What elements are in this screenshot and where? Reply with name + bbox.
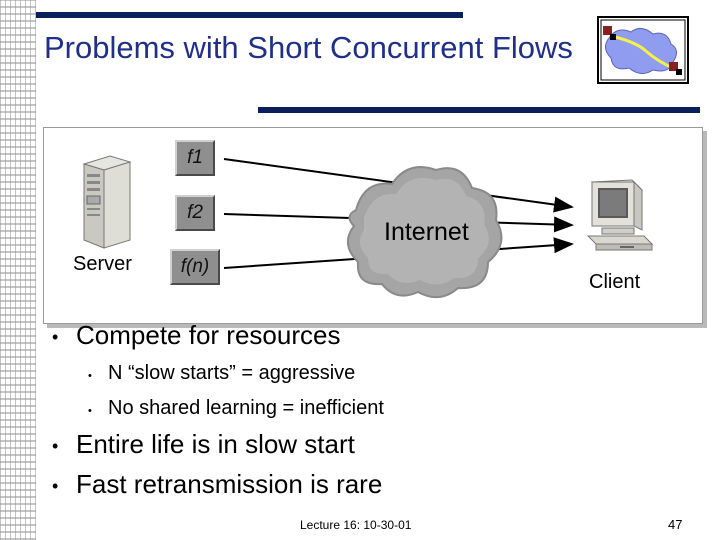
client-computer-icon — [586, 179, 654, 251]
sub-bullet-marker: • — [88, 370, 92, 382]
bullet-marker: • — [52, 327, 59, 347]
bullet-text: Fast retransmission is rare — [76, 469, 383, 499]
bullet-marker: • — [52, 476, 59, 496]
bullet-text: Compete for resources — [76, 320, 341, 350]
footer-lecture: Lecture 16: 10-30-01 — [300, 518, 412, 532]
flow-label-f2: f2 — [175, 195, 215, 231]
top-accent-bar — [36, 12, 463, 18]
slide-title: Problems with Short Concurrent Flows — [44, 30, 573, 65]
network-logo-icon — [597, 16, 689, 84]
flow-label-f1: f1 — [175, 140, 215, 176]
internet-cloud-icon — [347, 166, 503, 299]
bullet-text: Entire life is in slow start — [76, 429, 355, 459]
server-icon — [82, 155, 132, 249]
internet-label: Internet — [384, 218, 469, 246]
server-label: Server — [73, 253, 132, 275]
sub-bullet-text: No shared learning = inefficient — [108, 397, 384, 419]
client-label: Client — [589, 271, 641, 293]
side-pattern-decoration — [0, 0, 36, 540]
flow-label-fn: f(n) — [170, 249, 220, 285]
bullet-marker: • — [52, 436, 59, 456]
sub-bullet-text: N “slow starts” = aggressive — [108, 362, 356, 384]
bottom-accent-bar — [258, 107, 700, 113]
sub-bullet-marker: • — [88, 405, 92, 417]
page-number: 47 — [668, 517, 683, 532]
